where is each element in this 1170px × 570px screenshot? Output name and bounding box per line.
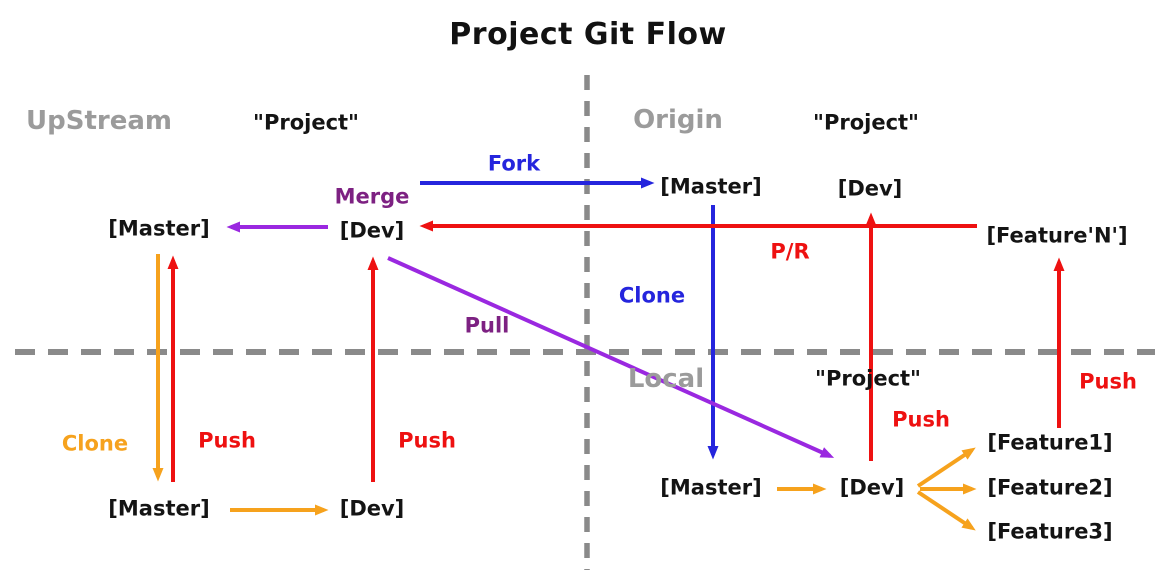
- node-upstream-local-dev: [Dev]: [339, 496, 405, 521]
- push-feature-label: Push: [1079, 369, 1137, 394]
- upstream-repo-label: "Project": [253, 110, 359, 135]
- node-local-feature2: [Feature2]: [987, 475, 1113, 500]
- node-upstream-local-master: [Master]: [108, 496, 210, 521]
- section-upstream-label: UpStream: [26, 106, 172, 136]
- node-origin-dev: [Dev]: [837, 176, 903, 201]
- node-local-feature1: [Feature1]: [987, 430, 1113, 455]
- node-local-dev: [Dev]: [839, 475, 905, 500]
- section-local-label: Local: [627, 364, 705, 394]
- origin-repo-label: "Project": [813, 110, 919, 135]
- node-origin-master: [Master]: [660, 174, 762, 199]
- clone-upstream-label: Clone: [61, 431, 129, 456]
- node-local-feature3: [Feature3]: [987, 519, 1113, 544]
- node-upstream-master: [Master]: [108, 216, 210, 241]
- node-local-master: [Master]: [660, 475, 762, 500]
- pull-request-label: P/R: [770, 239, 810, 264]
- pull-arrow: [387, 256, 835, 458]
- merge-label: Merge: [334, 184, 410, 209]
- clone-origin-label: Clone: [618, 283, 686, 308]
- dev-to-feature1-arrow: [916, 447, 976, 488]
- push-upstream-dev-label: Push: [398, 428, 456, 453]
- local-repo-label: "Project": [815, 366, 921, 391]
- push-upstream-master-label: Push: [198, 428, 256, 453]
- node-origin-feature-n: [Feature'N']: [986, 223, 1128, 248]
- dev-to-feature3-arrow: [916, 490, 976, 531]
- node-upstream-dev: [Dev]: [339, 218, 405, 243]
- diagram-title: Project Git Flow: [449, 17, 727, 52]
- push-local-dev-label: Push: [892, 407, 950, 432]
- fork-label: Fork: [487, 151, 541, 176]
- section-origin-label: Origin: [633, 105, 723, 135]
- pull-label: Pull: [464, 313, 510, 338]
